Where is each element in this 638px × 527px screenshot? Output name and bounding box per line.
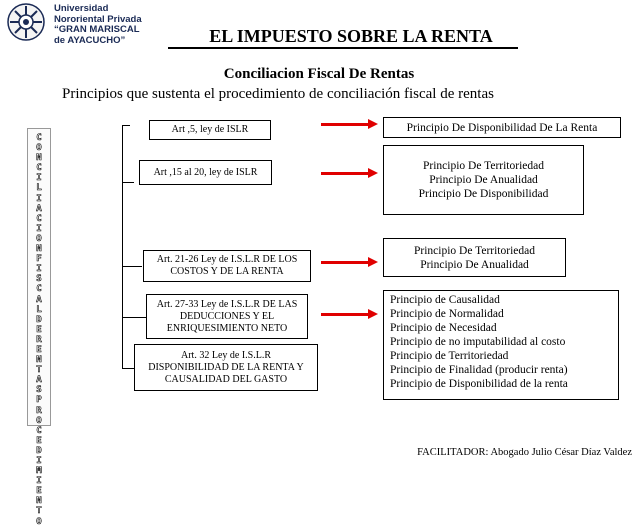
arrow — [321, 119, 378, 129]
left-box-text: Art. 32 Ley de I.S.L.R DISPONIBILIDAD DE… — [148, 349, 304, 385]
university-name: Universidad Nororiental Privada “GRAN MA… — [54, 3, 142, 46]
left-box: Art ,5, ley de ISLR — [149, 120, 271, 140]
right-box-line: Principio de Necesidad — [390, 322, 497, 334]
bracket-tick — [122, 182, 134, 183]
university-seal-icon — [7, 3, 45, 41]
right-box-line: Principio De Territoriedad — [423, 160, 544, 172]
left-box: Art. 32 Ley de I.S.L.R DISPONIBILIDAD DE… — [134, 344, 318, 391]
bracket-tick — [122, 317, 146, 318]
right-box: Principio de Causalidad Principio de Nor… — [383, 290, 619, 400]
facilitator-credit: FACILITADOR: Abogado Julio César Díaz Va… — [417, 447, 632, 458]
vertical-word-text: CONCILIACIONFISCALDERENTASPROCEDIMIENTO — [36, 133, 42, 527]
left-box-text: Art ,5, ley de ISLR — [171, 124, 249, 135]
bracket-tick — [122, 266, 142, 267]
right-box-line: Principio De Anualidad — [420, 258, 529, 271]
title-underline — [168, 47, 518, 49]
left-box: Art. 27-33 Ley de I.S.L.R DE LAS DEDUCCI… — [146, 294, 308, 339]
arrow — [321, 257, 378, 267]
right-box: Principio De Territoriedad Principio De … — [383, 145, 584, 215]
right-box: Principio De Disponibilidad De La Renta — [383, 117, 621, 138]
right-box-line: Principio de Territoriedad — [390, 350, 509, 362]
right-box-line: Principio de Finalidad (producir renta) — [390, 364, 568, 376]
right-box-line: Principio De Disponibilidad De La Renta — [406, 121, 598, 134]
university-logo — [4, 2, 174, 44]
principles-heading: Principios que sustenta el procedimiento… — [62, 86, 494, 102]
bracket-line — [122, 125, 123, 368]
right-box-line: Principio de Disponibilidad de la renta — [390, 378, 568, 390]
left-box-text: Art ,15 al 20, ley de ISLR — [153, 166, 258, 178]
bracket-tick — [122, 125, 130, 126]
right-box-line: Principio de Causalidad — [390, 294, 500, 306]
right-box-line: Principio De Territoriedad — [414, 244, 535, 257]
left-box-text: Art. 21-26 Ley de I.S.L.R DE LOS COSTOS … — [156, 254, 298, 277]
arrow — [321, 309, 378, 319]
right-box-line: Principio De Anualidad — [429, 174, 538, 186]
left-box-text: Art. 27-33 Ley de I.S.L.R DE LAS DEDUCCI… — [156, 298, 298, 334]
right-box: Principio De Territoriedad Principio De … — [383, 238, 566, 277]
arrow — [321, 168, 378, 178]
right-box-line: Principio de Normalidad — [390, 308, 504, 320]
right-box-line: Principio De Disponibilidad — [418, 188, 549, 200]
left-box: Art. 21-26 Ley de I.S.L.R DE LOS COSTOS … — [143, 250, 311, 282]
subtitle: Conciliacion Fiscal De Rentas — [223, 66, 415, 82]
vertical-word-column: CONCILIACIONFISCALDERENTASPROCEDIMIENTO — [27, 128, 51, 527]
bracket-tick — [122, 368, 134, 369]
right-box-line: Principio de no imputabilidad al costo — [390, 336, 566, 348]
left-box: Art ,15 al 20, ley de ISLR — [139, 160, 272, 185]
page-title: EL IMPUESTO SOBRE LA RENTA — [209, 26, 493, 46]
